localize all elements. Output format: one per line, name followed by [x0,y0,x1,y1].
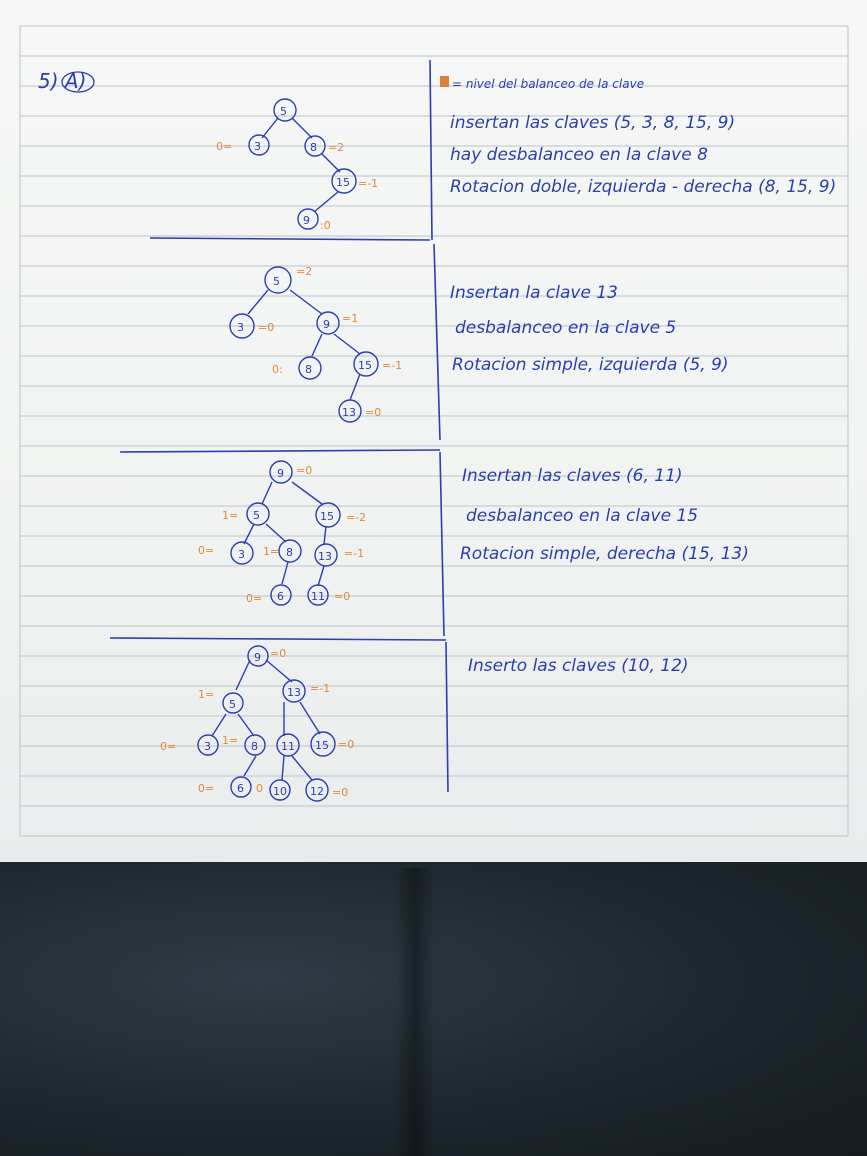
s1-node-15: 15 [336,176,350,189]
s3-node-13: 13 [318,550,332,563]
s4-bf-13: =-1 [310,682,330,695]
s3-bf-3: 0= [198,544,214,557]
s2-bf-9: =1 [342,312,358,325]
s2-node-8: 8 [305,363,312,376]
section-dividers [109,59,449,793]
s1-node-3: 3 [254,140,261,153]
s2-node-13: 13 [342,406,356,419]
fabric-background [0,862,867,1156]
s3-note-1: Insertan las claves (6, 11) [462,466,683,486]
s4-bf-10: 0 [256,782,263,795]
s4-node-12: 12 [310,785,324,798]
s4-bf-12: =0 [332,786,348,799]
s1-note-1: insertan las claves (5, 3, 8, 15, 9) [450,113,735,133]
s3-bf-8: 1= [263,545,279,558]
s4-bf-9: =0 [270,647,286,660]
s2-bf-3: =0 [258,321,274,334]
s3-note-3: Rotacion simple, derecha (15, 13) [460,544,749,564]
s2-node-3: 3 [237,321,244,334]
s3-node-6: 6 [277,590,284,603]
s3-bf-15: =-2 [346,511,366,524]
s1-bf-8: =2 [328,141,344,154]
s3-bf-11: =0 [334,590,350,603]
exercise-label-circle [61,71,95,93]
s4-node-6: 6 [237,782,244,795]
s3-node-3: 3 [238,548,245,561]
ruled-lines [19,25,849,837]
section-2: Insertan la clave 13 desbalanceo en la c… [229,265,729,423]
s1-bf-9: :0 [320,219,331,232]
highlight-marker [440,76,449,87]
s4-node-8: 8 [251,740,258,753]
s4-node-13: 13 [287,686,301,699]
s1-bf-15: =-1 [358,177,378,190]
s4-bf-8: 1= [222,734,238,747]
s2-bf-15: =-1 [382,359,402,372]
s4-bf-5: 1= [198,688,214,701]
s1-note-2: hay desbalanceo en la clave 8 [450,145,708,165]
s4-node-5: 5 [229,698,236,711]
s2-note-2: desbalanceo en la clave 5 [455,318,676,338]
s4-node-10: 10 [273,785,287,798]
s1-note-3: Rotacion doble, izquierda - derecha (8, … [450,177,836,197]
section-3: Insertan las claves (6, 11) desbalanceo … [198,460,749,606]
s2-node-9: 9 [323,318,330,331]
handwritten-notes: 5) A) = nivel del balanceo de la clave i… [19,25,849,837]
s4-bf-3: 0= [160,740,176,753]
s3-node-8: 8 [286,546,293,559]
s4-node-11: 11 [281,740,295,753]
s1-node-8: 8 [310,141,317,154]
section-1: insertan las claves (5, 3, 8, 15, 9) hay… [216,98,836,232]
s1-tree [248,98,357,230]
notebook-page [0,0,867,868]
s3-bf-9: =0 [296,464,312,477]
s4-node-9: 9 [254,651,261,664]
s2-node-15: 15 [358,359,372,372]
s2-bf-5: =2 [296,265,312,278]
s4-tree [197,645,336,802]
s2-bf-13: =0 [365,406,381,419]
s3-node-15: 15 [320,510,334,523]
s4-bf-15: =0 [338,738,354,751]
s3-bf-13: =-1 [344,547,364,560]
s1-bf-3: 0= [216,140,232,153]
s4-node-15: 15 [315,739,329,752]
s2-tree [229,266,379,423]
s1-node-9: 9 [303,214,310,227]
s3-node-11: 11 [311,590,325,603]
s2-note-3: Rotacion simple, izquierda (5, 9) [452,355,729,375]
s3-node-9: 9 [277,467,284,480]
s3-bf-5: 1= [222,509,238,522]
s1-node-5: 5 [280,105,287,118]
section-4: Inserto las claves (10, 12) [160,645,689,802]
s3-node-5: 5 [253,509,260,522]
fabric-fold [395,868,435,1156]
s3-bf-6: 0= [246,592,262,605]
s3-note-2: desbalanceo en la clave 15 [466,506,698,526]
header-note: = nivel del balanceo de la clave [452,77,644,91]
s4-note-1: Inserto las claves (10, 12) [468,656,689,676]
s4-node-3: 3 [204,740,211,753]
s2-note-1: Insertan la clave 13 [450,283,618,303]
s4-bf-6: 0= [198,782,214,795]
s2-node-5: 5 [273,275,280,288]
s2-bf-8: 0: [272,363,283,376]
s3-tree [230,460,341,606]
